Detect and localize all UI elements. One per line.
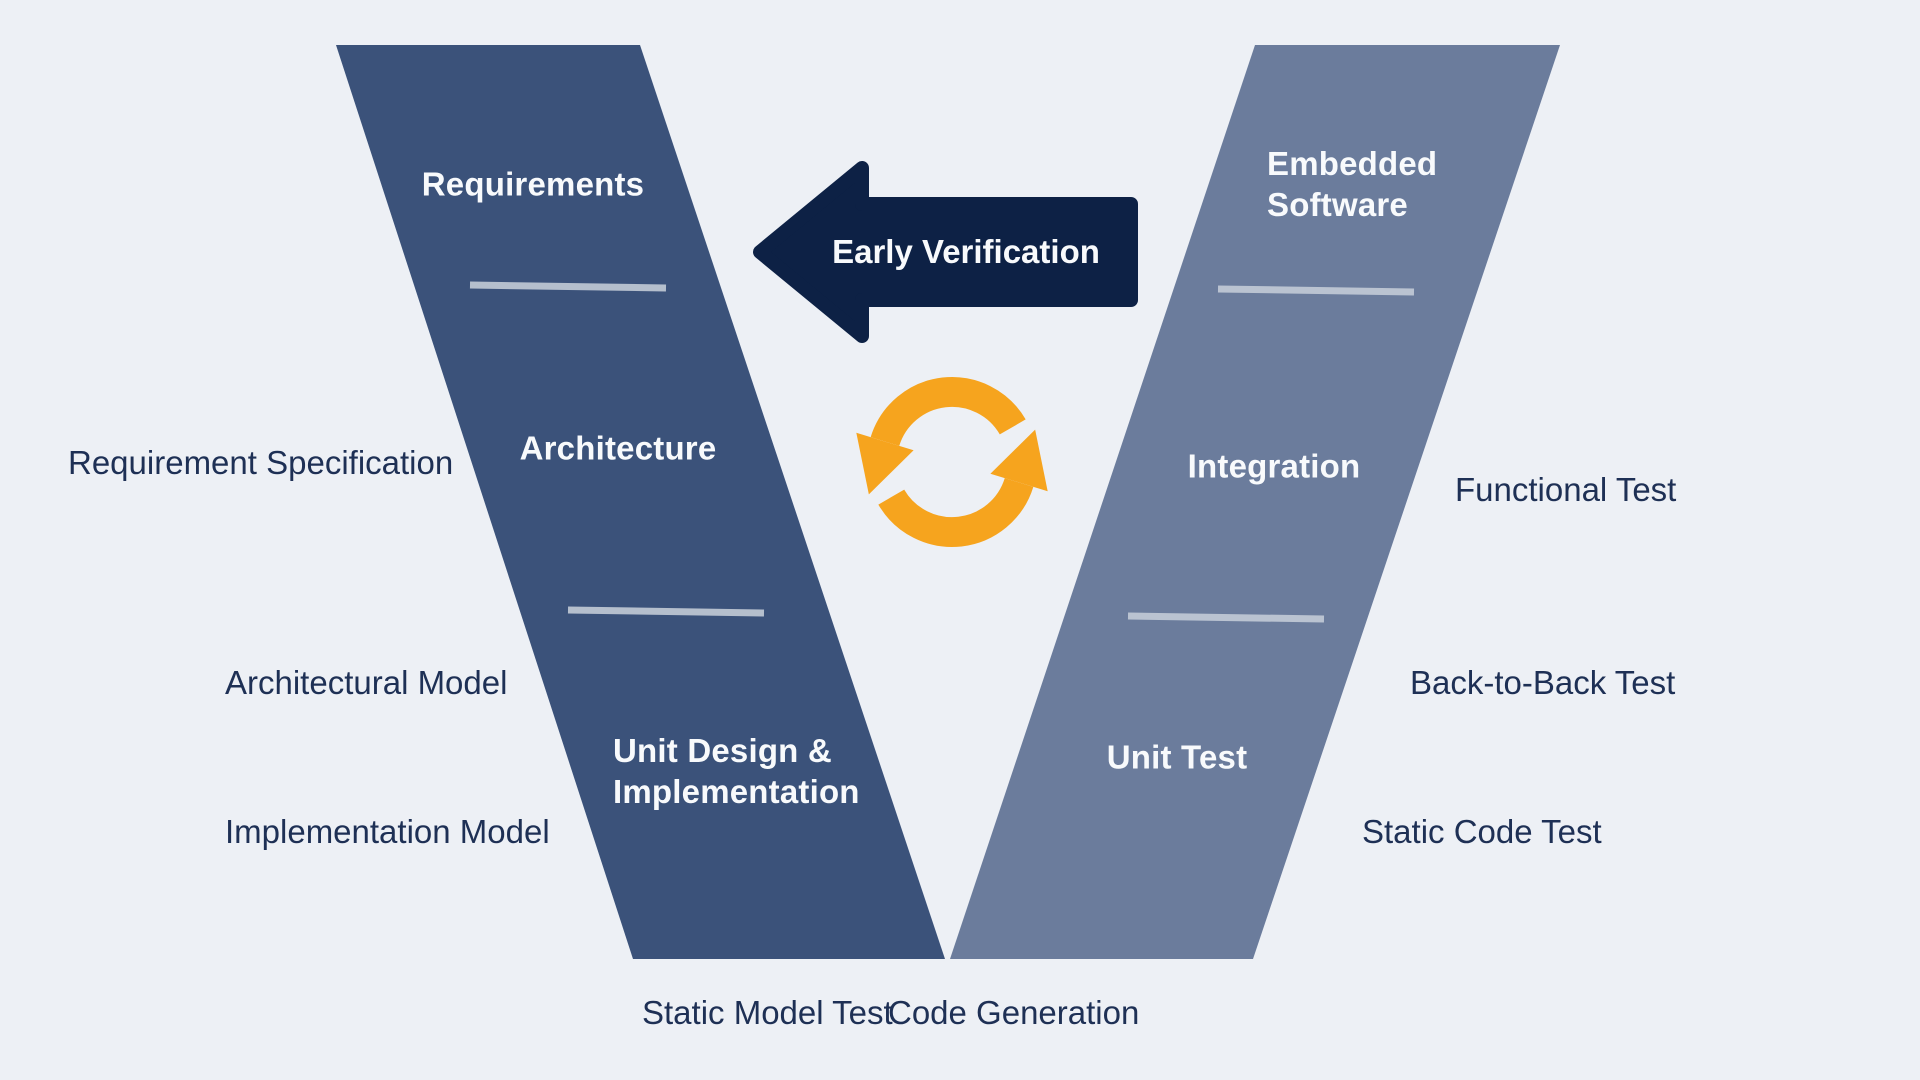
early-verification-arrow-shape <box>753 161 1138 343</box>
stage-requirements: Requirements <box>421 165 645 203</box>
early-verification-arrow-label: Early Verification <box>832 233 1100 270</box>
artifact-code-generation: Code Generation <box>888 994 1140 1031</box>
right-branch-shape <box>950 45 1560 959</box>
artifact-architectural-model: Architectural Model <box>225 664 508 701</box>
refresh-arrowhead-left <box>856 432 914 495</box>
stage-divider-line <box>567 606 765 617</box>
artifact-static-code-test: Static Code Test <box>1362 813 1602 850</box>
stage-unit-design-implementation: Unit Design & Implementation <box>613 732 860 810</box>
stage-architecture: Architecture <box>519 429 717 467</box>
stage-integration: Integration <box>1187 447 1361 485</box>
refresh-cycle-icon <box>856 377 1048 547</box>
stage-embedded-software: Embedded Software <box>1267 145 1438 223</box>
artifact-functional-test: Functional Test <box>1455 471 1677 508</box>
stage-divider-line <box>1217 285 1415 296</box>
artifact-implementation-model: Implementation Model <box>225 813 550 850</box>
artifact-requirement-specification: Requirement Specification <box>68 444 454 481</box>
stage-divider-line <box>1127 612 1325 623</box>
refresh-arrowhead-right <box>990 429 1048 492</box>
artifact-back-to-back-test: Back-to-Back Test <box>1410 664 1676 701</box>
refresh-bottom-arc <box>878 477 1034 547</box>
stage-divider-line <box>469 281 667 292</box>
left-branch-shape <box>336 45 945 959</box>
artifact-static-model-test: Static Model Test <box>642 994 893 1031</box>
stage-unit-test: Unit Test <box>1106 738 1248 776</box>
refresh-top-arc <box>870 377 1026 447</box>
